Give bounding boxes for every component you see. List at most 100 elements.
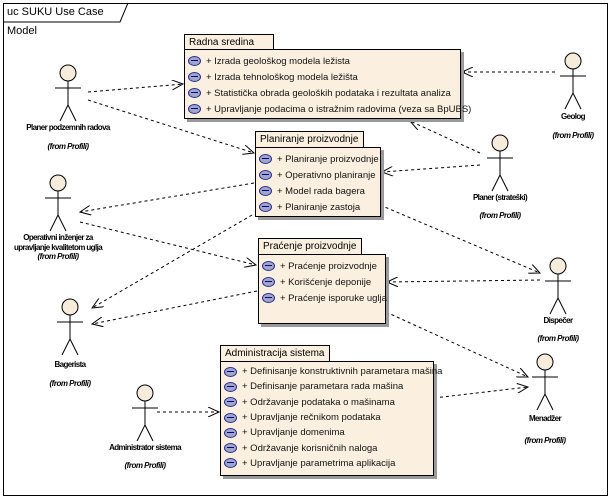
actor-figure xyxy=(57,298,83,356)
use-case[interactable]: + Praćenje isporuke uglja xyxy=(259,290,387,306)
use-case-label: + Praćenje proizvodnje xyxy=(280,260,377,272)
actor-figure xyxy=(132,384,158,442)
actor-dispecer[interactable]: Dispečer xyxy=(543,316,574,325)
use-case-label: + Praćenje isporuke uglja xyxy=(280,292,387,304)
use-case[interactable]: + Održavanje korisničnih naloga xyxy=(221,440,433,455)
use-case[interactable]: + Upravljanje rečnikom podataka xyxy=(221,410,433,425)
dependency-line xyxy=(382,164,481,172)
use-case[interactable]: + Planiranje proizvodnje xyxy=(256,151,380,167)
package-administracija-sistema[interactable]: + Definisanje konstruktivnih parametara … xyxy=(220,361,442,476)
use-case[interactable]: + Održavanje podataka o mašinama xyxy=(221,395,433,410)
use-case-label: + Definisanje konstruktivnih parametara … xyxy=(242,366,443,378)
use-case-label: + Izrada tehnološkog modela ležišta xyxy=(206,71,358,83)
use-case-label: + Model rada bagera xyxy=(277,185,365,197)
actor-figure xyxy=(560,52,586,110)
use-case[interactable]: + Upravljanje domenima xyxy=(221,425,433,440)
use-case[interactable]: + Korišćenje deponije xyxy=(259,274,385,290)
use-case-icon xyxy=(224,458,237,469)
actor-bagerista[interactable]: Bagerista xyxy=(54,360,86,369)
dependency-line xyxy=(385,311,528,377)
use-case[interactable]: + Izrada tehnološkog modela ležišta xyxy=(185,69,460,85)
use-case-icon xyxy=(224,427,237,438)
actor-from-label: (from Profili) xyxy=(479,211,522,220)
use-case-icon xyxy=(224,366,237,377)
dependency-line xyxy=(79,221,256,265)
actor-from-label: (from Profili) xyxy=(124,461,167,470)
use-case[interactable]: + Upravljanje podacima o istražnim radov… xyxy=(185,101,471,117)
actor-operativni-inzenjer[interactable]: Operativni inženjer za upravljanje kvali… xyxy=(13,233,103,252)
use-case-label: + Održavanje korisničnih naloga xyxy=(242,442,378,454)
use-case-icon xyxy=(262,261,275,271)
package-administracija-title[interactable]: Administracija sistema xyxy=(220,345,330,362)
use-case-icon xyxy=(188,56,201,66)
package-planiranje-title[interactable]: Planiranje proizvodnje xyxy=(255,131,364,148)
use-case-label: + Upravljanje parametrima aplikacija xyxy=(242,457,396,469)
dependency-line xyxy=(410,121,481,154)
use-case-label: + Operativno planiranje xyxy=(277,169,376,181)
use-case-label: + Upravljanje podacima o istražnim radov… xyxy=(206,103,472,115)
dependency-line xyxy=(92,290,258,324)
use-case-icon xyxy=(224,412,237,423)
actor-planer-podzemnih-radova[interactable]: Planer podzemnih radova xyxy=(26,123,110,132)
actor-figure xyxy=(45,174,71,232)
package-radna-sredina-title[interactable]: Radna sredina xyxy=(184,34,274,50)
use-case-label: + Statistička obrada geoloških podataka … xyxy=(206,87,451,99)
actor-from-label: (from Profili) xyxy=(537,334,580,343)
actor-from-label: (from Profili) xyxy=(37,252,80,261)
package-planiranje-proizvodnje[interactable]: + Planiranje proizvodnje + Operativno pl… xyxy=(255,147,381,217)
actor-geolog[interactable]: Geolog xyxy=(561,112,586,121)
use-case-icon xyxy=(259,186,272,196)
use-case-icon xyxy=(188,72,201,82)
use-case-label: + Planiranje proizvodnje xyxy=(277,153,379,165)
actor-figure xyxy=(532,353,558,411)
use-case-label: + Definisanje parametara rada mašina xyxy=(242,381,404,393)
dependency-line xyxy=(379,204,540,273)
use-case-label: + Održavanje podataka o mašinama xyxy=(242,396,395,408)
use-case[interactable]: + Operativno planiranje xyxy=(256,167,380,183)
actor-planer-strateski[interactable]: Planer (strateški) xyxy=(472,193,528,202)
use-case-icon xyxy=(262,293,275,303)
use-case-icon xyxy=(259,202,272,212)
use-case[interactable]: + Upravljanje parametrima aplikacija xyxy=(221,456,433,471)
actor-menadzer[interactable]: Menadžer xyxy=(528,414,562,423)
dependency-line xyxy=(87,84,183,93)
actor-from-label: (from Profili) xyxy=(552,131,595,140)
dependency-line xyxy=(80,182,255,212)
use-case[interactable]: + Praćenje proizvodnje xyxy=(259,258,385,274)
use-case[interactable]: + Planiranje zastoja xyxy=(256,199,380,215)
use-case-icon xyxy=(188,104,201,114)
use-case[interactable]: + Model rada bagera xyxy=(256,183,380,199)
package-radna-sredina[interactable]: + Izrada geološkog modela ležista + Izra… xyxy=(184,49,471,119)
diagram-frame xyxy=(3,3,608,496)
package-pracenje-proizvodnje[interactable]: + Praćenje proizvodnje + Korišćenje depo… xyxy=(258,254,387,324)
actor-from-label: (from Profili) xyxy=(524,436,567,445)
use-case-icon xyxy=(262,277,275,287)
frame-tab-outline xyxy=(3,2,129,23)
use-case-label: + Izrada geološkog modela ležista xyxy=(206,55,350,67)
package-pracenje-title[interactable]: Praćenje proizvodnje xyxy=(258,238,362,255)
use-case-label: + Planiranje zastoja xyxy=(277,201,361,213)
use-case-label: + Korišćenje deponije xyxy=(280,276,372,288)
use-case[interactable]: + Definisanje konstruktivnih parametara … xyxy=(221,364,442,379)
use-case-icon xyxy=(188,88,201,98)
actor-administrator-sistema[interactable]: Administrator sistema xyxy=(109,443,181,452)
actor-figure xyxy=(545,257,571,315)
diagram-title: uc SUKU Use Case Model xyxy=(7,6,104,37)
use-case-icon xyxy=(224,397,237,408)
use-case-icon xyxy=(224,443,237,454)
dependency-line xyxy=(92,214,253,308)
use-case-label: + Upravljanje domenima xyxy=(242,427,345,439)
actor-from-label: (from Profili) xyxy=(47,142,90,151)
dependency-line xyxy=(87,99,254,153)
actor-figure xyxy=(55,64,81,122)
actor-from-label: (from Profili) xyxy=(49,379,92,388)
use-case[interactable]: + Definisanje parametara rada mašina xyxy=(221,379,433,394)
actor-figure xyxy=(487,134,513,192)
dependency-line xyxy=(387,280,541,282)
use-case-icon xyxy=(224,381,237,392)
dependency-line xyxy=(433,387,528,399)
use-case-icon xyxy=(259,170,272,180)
use-case[interactable]: + Izrada geološkog modela ležista xyxy=(185,53,460,69)
use-case[interactable]: + Statistička obrada geoloških podataka … xyxy=(185,85,460,101)
